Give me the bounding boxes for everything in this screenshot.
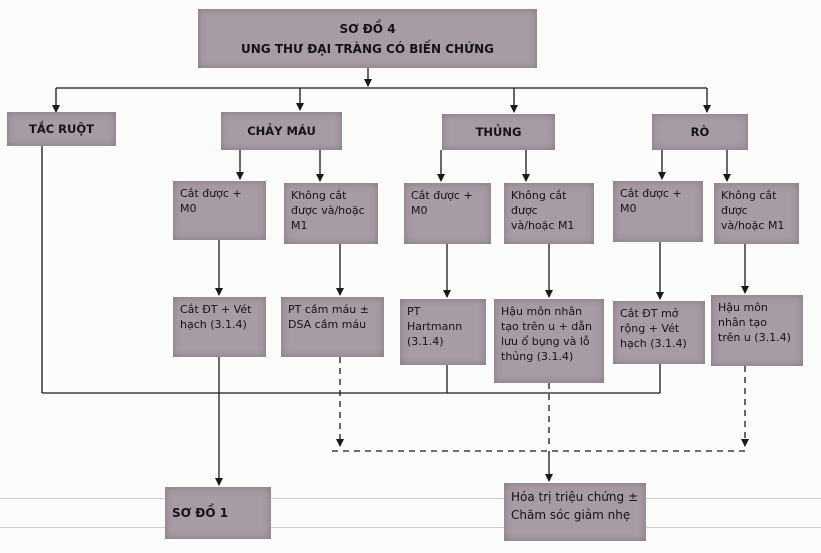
treatment-pt-cam-mau: PT cầm máu ± DSA cầm máu	[281, 297, 384, 357]
condition-chay-mau-unresectable: Không cắt được và/hoặc M1	[284, 183, 378, 244]
condition-chay-mau-resectable: Cắt được + M0	[173, 181, 266, 240]
condition-ro-unresectable: Không cắt được và/hoặc M1	[714, 183, 799, 244]
bottom-rule-1	[0, 498, 821, 499]
title-line-1: SƠ ĐỒ 4	[339, 21, 396, 36]
category-thung: THỦNG	[442, 114, 555, 150]
condition-ro-resectable: Cắt được + M0	[613, 181, 703, 242]
category-tac-ruot: TẮC RUỘT	[7, 112, 116, 146]
treatment-pt-hartmann: PT Hartmann (3.1.4)	[400, 299, 486, 365]
treatment-cat-dt-mo-rong: Cắt ĐT mở rộng + Vét hạch (3.1.4)	[613, 301, 705, 364]
treatment-hau-mon-nhan-tao-thung: Hậu môn nhân tạo trên u + dẫn lưu ổ bụng…	[494, 299, 604, 383]
treatment-cat-dt-vet-hach: Cắt ĐT + Vét hạch (3.1.4)	[173, 297, 266, 357]
bottom-rule-2	[0, 527, 821, 528]
category-chay-mau: CHẢY MÁU	[221, 112, 342, 150]
outcome-so-do-1: SƠ ĐỒ 1	[165, 487, 271, 539]
title-line-2: UNG THƯ ĐẠI TRÀNG CÓ BIẾN CHỨNG	[241, 41, 494, 56]
category-ro: RÒ	[652, 114, 748, 150]
diagram-title: SƠ ĐỒ 4 UNG THƯ ĐẠI TRÀNG CÓ BIẾN CHỨNG	[198, 9, 537, 68]
outcome-palliative-care: Hóa trị triệu chứng ± Chăm sóc giảm nhẹ	[504, 483, 646, 541]
condition-thung-resectable: Cắt được + M0	[404, 183, 491, 244]
treatment-hau-mon-nhan-tao-ro: Hậu môn nhân tạo trên u (3.1.4)	[711, 295, 803, 366]
condition-thung-unresectable: Không cắt được và/hoặc M1	[504, 183, 594, 244]
